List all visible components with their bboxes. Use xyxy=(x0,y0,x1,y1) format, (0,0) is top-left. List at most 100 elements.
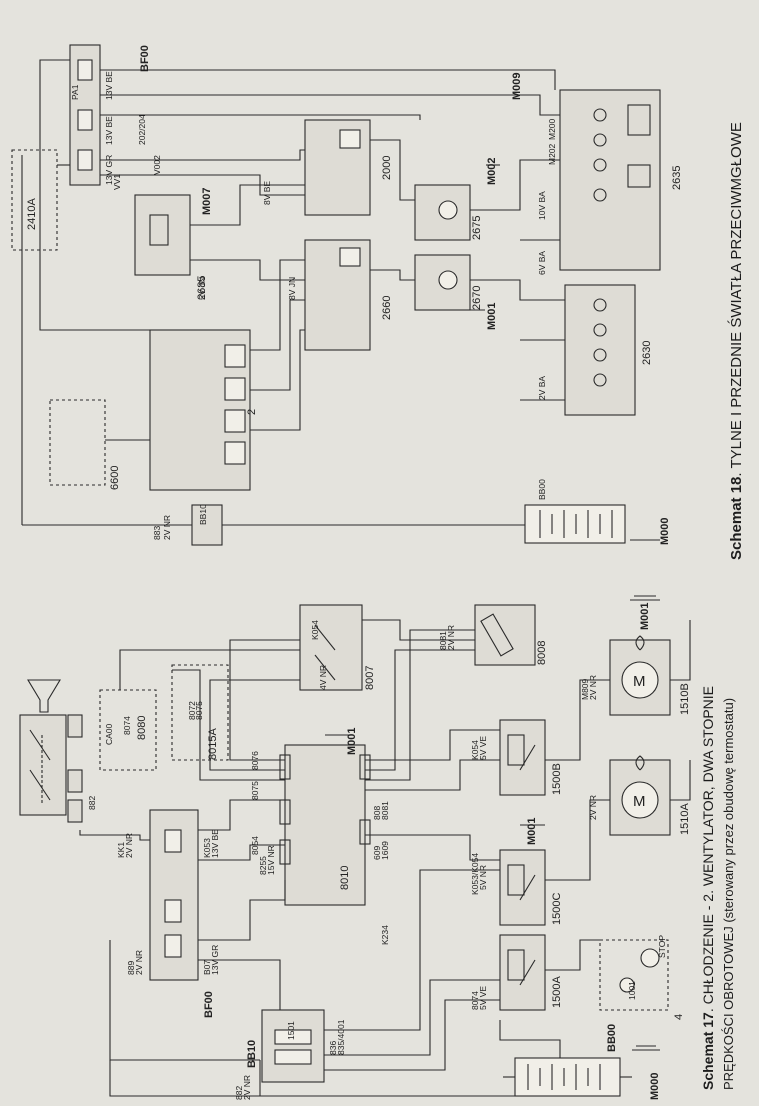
svg-text:8010: 8010 xyxy=(339,866,351,890)
ground-symbol xyxy=(325,595,660,1051)
labels-17: CA00 882 KK1 2V NR K053 13V BE B07 13V G… xyxy=(87,602,691,1100)
svg-text:2630: 2630 xyxy=(641,341,653,365)
funnel-icon xyxy=(27,679,61,713)
svg-text:M: M xyxy=(633,673,646,690)
svg-text:882: 882 xyxy=(234,1086,244,1100)
svg-text:BB10: BB10 xyxy=(246,1040,258,1068)
svg-text:2000: 2000 xyxy=(381,156,393,180)
schemat-17-caption: Schemat 17. CHŁODZENIE - 2. WENTYLATOR, … xyxy=(700,686,716,1090)
svg-text:2V NR: 2V NR xyxy=(588,675,598,700)
svg-text:BB10: BB10 xyxy=(198,504,208,525)
svg-text:M202: M202 xyxy=(547,143,557,165)
svg-text:8V JN: 8V JN xyxy=(287,277,297,300)
svg-text:1510A: 1510A xyxy=(679,803,691,835)
svg-text:2670: 2670 xyxy=(471,286,483,310)
wires-17 xyxy=(79,619,691,1097)
svg-text:M009: M009 xyxy=(511,72,523,100)
svg-text:2V NR: 2V NR xyxy=(162,515,172,540)
svg-text:BF00: BF00 xyxy=(139,45,151,72)
schemat-18-diagram: BF00 PA1 13V BE 13V BE 13V GR VV1 202/20… xyxy=(11,44,683,546)
svg-text:2V NR: 2V NR xyxy=(124,833,134,858)
svg-text:1609: 1609 xyxy=(380,841,390,860)
svg-text:8075: 8075 xyxy=(250,781,260,800)
light-cluster-2635 xyxy=(559,89,661,271)
component-8010 xyxy=(279,744,371,906)
svg-text:13V GR: 13V GR xyxy=(104,155,114,185)
svg-text:8076: 8076 xyxy=(250,751,260,770)
svg-text:6600: 6600 xyxy=(109,466,121,490)
svg-text:M200: M200 xyxy=(547,118,557,140)
svg-text:4V NR: 4V NR xyxy=(318,665,328,690)
fan-1510a: M xyxy=(609,755,671,836)
svg-text:2V NR: 2V NR xyxy=(446,625,456,650)
svg-text:8015A: 8015A xyxy=(207,728,219,760)
svg-text:V002: V002 xyxy=(152,155,162,175)
svg-text:K054: K054 xyxy=(310,620,320,640)
relay-1500a xyxy=(499,934,546,1011)
svg-text:BF00: BF00 xyxy=(203,991,215,1018)
svg-text:STOP: STOP xyxy=(657,935,667,958)
svg-text:4: 4 xyxy=(673,1014,685,1020)
svg-text:M: M xyxy=(633,793,646,810)
svg-text:2: 2 xyxy=(246,409,258,415)
component-6600 xyxy=(49,399,106,486)
component-8008 xyxy=(474,604,536,666)
schemat-18-label: Schemat 18 xyxy=(728,476,745,560)
schemat-17-label: Schemat 17 xyxy=(700,1012,716,1090)
svg-text:889: 889 xyxy=(126,961,136,975)
svg-text:13V BE: 13V BE xyxy=(210,829,220,858)
svg-text:8V BE: 8V BE xyxy=(262,181,272,205)
battery-bb00-right xyxy=(524,504,626,544)
svg-text:1500C: 1500C xyxy=(551,893,563,925)
svg-text:202/204: 202/204 xyxy=(137,114,147,145)
svg-text:6V BA: 6V BA xyxy=(537,251,547,275)
svg-text:1510B: 1510B xyxy=(679,683,691,715)
component-ca00 xyxy=(19,714,83,823)
svg-text:M001: M001 xyxy=(346,727,358,755)
component-8080-box xyxy=(99,689,157,771)
svg-text:5V VE: 5V VE xyxy=(478,986,488,1010)
svg-text:K234: K234 xyxy=(380,925,390,945)
component-8007 xyxy=(299,604,363,691)
relay-1500c xyxy=(499,849,546,926)
svg-text:M002: M002 xyxy=(486,157,498,185)
svg-text:15V NR: 15V NR xyxy=(266,845,276,875)
relay-2660 xyxy=(304,239,371,351)
svg-text:2685: 2685 xyxy=(196,276,208,300)
svg-text:M001: M001 xyxy=(526,817,538,845)
svg-text:BB00: BB00 xyxy=(606,1024,618,1052)
relay-2685 xyxy=(134,194,191,276)
svg-text:5V JN: 5V JN xyxy=(197,277,207,300)
svg-text:1001: 1001 xyxy=(627,981,637,1000)
svg-text:M000: M000 xyxy=(659,517,671,545)
svg-text:882: 882 xyxy=(87,796,97,810)
component-2410a xyxy=(11,149,58,251)
svg-text:8007: 8007 xyxy=(364,666,376,690)
schemat-18-title: . TYLNE I PRZEDNIE ŚWIATŁA PRZECIWMGŁOWE xyxy=(728,122,745,477)
component-8015a-box xyxy=(171,664,229,761)
svg-text:1500B: 1500B xyxy=(551,763,563,795)
svg-text:8072: 8072 xyxy=(187,701,197,720)
component-bb10 xyxy=(261,1009,325,1083)
svg-text:2635: 2635 xyxy=(671,166,683,190)
svg-text:8054: 8054 xyxy=(250,836,260,855)
svg-text:2V NR: 2V NR xyxy=(134,950,144,975)
svg-text:10V BA: 10V BA xyxy=(537,191,547,220)
light-cluster-2630 xyxy=(564,284,636,416)
svg-text:K053: K053 xyxy=(202,838,212,858)
svg-text:2675: 2675 xyxy=(471,216,483,240)
schemat-18-caption: Schemat 18. TYLNE I PRZEDNIE ŚWIATŁA PRZ… xyxy=(728,122,745,560)
svg-text:CA00: CA00 xyxy=(104,723,114,745)
svg-text:8255: 8255 xyxy=(258,856,268,875)
svg-text:M007: M007 xyxy=(201,187,213,215)
schemat-17-diagram: M M xyxy=(19,595,691,1100)
svg-text:836: 836 xyxy=(328,1041,338,1055)
labels-18: BF00 PA1 13V BE 13V BE 13V GR VV1 202/20… xyxy=(26,45,683,545)
svg-text:M809: M809 xyxy=(580,678,590,700)
svg-text:PA1: PA1 xyxy=(70,84,80,100)
svg-text:13V BE: 13V BE xyxy=(104,71,114,100)
svg-text:2660: 2660 xyxy=(381,296,393,320)
svg-text:8081: 8081 xyxy=(438,631,448,650)
svg-text:5V VE: 5V VE xyxy=(478,736,488,760)
